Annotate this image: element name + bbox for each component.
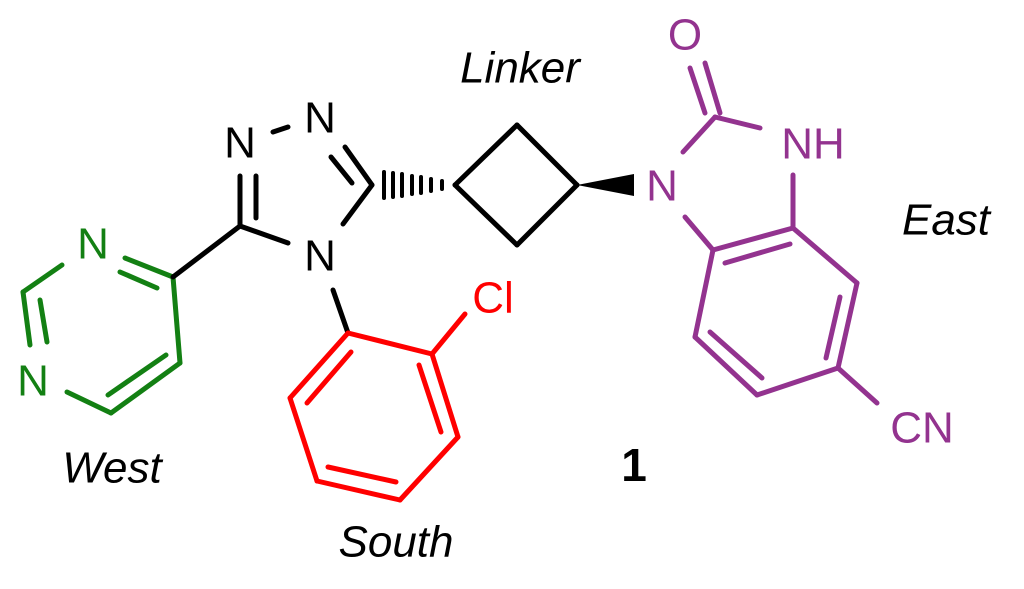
chlorophenyl-ring-south: Cl	[287, 274, 514, 503]
bond	[170, 274, 183, 366]
atom-n: N	[224, 119, 256, 168]
benzimidazolone-east: O N NH CN	[646, 11, 954, 453]
label-linker: Linker	[460, 44, 582, 93]
bond-inner	[37, 297, 50, 345]
label-east: East	[902, 196, 992, 245]
bond	[122, 255, 176, 280]
compound-number: 1	[621, 439, 647, 491]
atom-n: N	[17, 357, 49, 406]
atom-n: N	[77, 220, 109, 269]
bond	[20, 262, 65, 295]
nitrile-group: CN	[890, 404, 954, 453]
bond	[170, 223, 243, 280]
label-west: West	[62, 444, 163, 493]
hashed-wedge-bond	[382, 170, 444, 200]
label-south: South	[339, 518, 454, 567]
solid-wedge-bond	[577, 174, 634, 196]
bond	[330, 287, 351, 336]
bond-inner	[105, 352, 169, 398]
atom-n: N	[646, 162, 678, 211]
bond	[64, 389, 114, 416]
bond-inner	[117, 269, 160, 291]
bond	[270, 124, 291, 135]
cyclobutane-linker	[452, 122, 580, 248]
atom-cl: Cl	[472, 274, 514, 323]
bond	[108, 360, 183, 416]
atom-o: O	[668, 11, 702, 60]
bond	[340, 182, 375, 227]
atom-nh: NH	[781, 120, 845, 169]
bond	[237, 223, 291, 246]
bond	[342, 144, 375, 188]
atom-n: N	[304, 94, 336, 143]
bond-inner	[328, 154, 355, 186]
triazole-ring: N N N	[170, 94, 375, 336]
pyrimidine-ring-west: N N	[17, 220, 183, 416]
atom-n: N	[304, 232, 336, 281]
bond	[20, 289, 33, 348]
